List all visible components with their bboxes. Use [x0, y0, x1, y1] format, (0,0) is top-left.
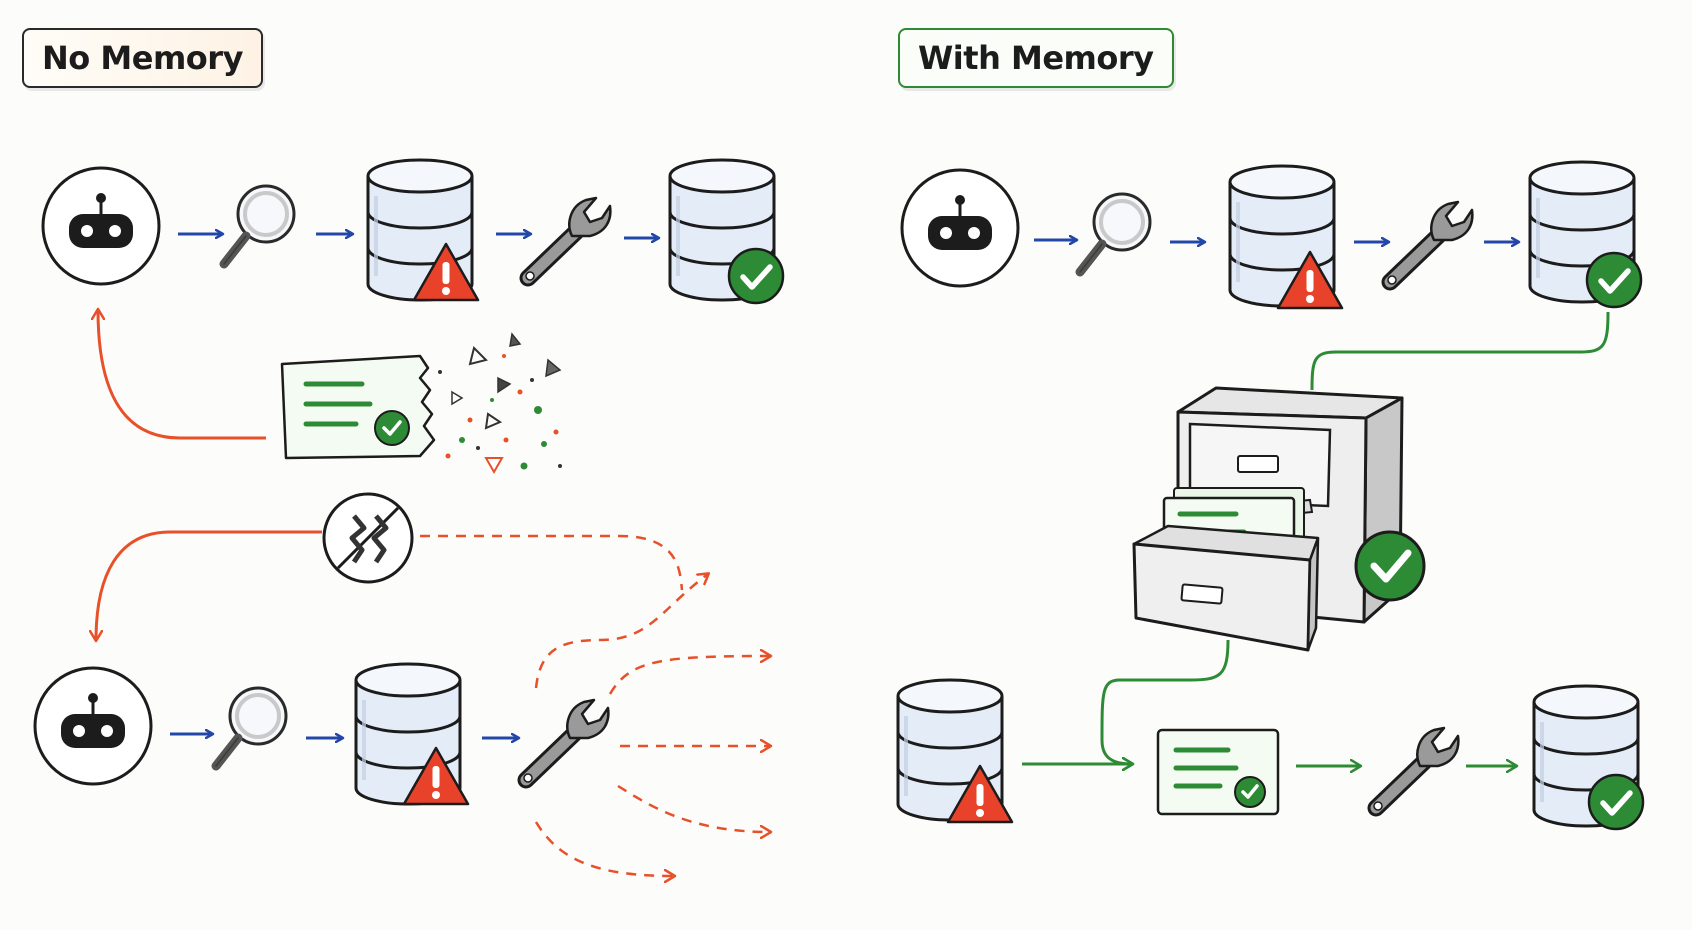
- filing-cabinet-icon: [1132, 386, 1426, 652]
- wrench-fix-icon: [1374, 728, 1458, 810]
- forgotten-solution-card-icon: [280, 354, 436, 460]
- store-memory-path: [1310, 311, 1610, 391]
- restart-arrow: [96, 530, 322, 640]
- check-circle-icon: [1589, 775, 1643, 829]
- with-memory-title: With Memory: [898, 28, 1174, 88]
- no-memory-title: No Memory: [22, 28, 263, 88]
- lost-path-dashed: [420, 534, 684, 591]
- wrench-fix-icon: [524, 700, 608, 782]
- crumbling-fragments: [438, 332, 562, 475]
- agent-robot-icon: [33, 666, 153, 786]
- search-magnifier-icon: [1080, 194, 1150, 272]
- agent-robot-icon: [41, 166, 161, 286]
- stored-solution-card-icon: [1158, 730, 1278, 814]
- wrench-fix-icon: [1388, 202, 1472, 284]
- agent-robot-icon: [900, 168, 1020, 288]
- recall-memory-path: [1100, 639, 1230, 764]
- check-circle-icon: [729, 249, 783, 303]
- search-magnifier-icon: [224, 186, 294, 264]
- wrench-fix-icon: [526, 198, 610, 280]
- trial-and-error-arrows: [534, 574, 770, 876]
- solution-return-arrow: [98, 310, 266, 440]
- check-circle-icon: [1587, 253, 1641, 307]
- search-magnifier-icon: [216, 688, 286, 766]
- broken-link-icon: [322, 492, 414, 584]
